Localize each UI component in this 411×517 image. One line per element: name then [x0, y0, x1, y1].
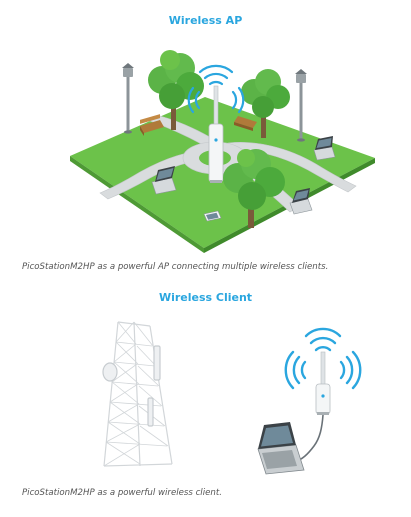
wireless-ap-caption: PicoStationM2HP as a powerful AP connect… [22, 262, 329, 272]
laptop-client-left [151, 166, 177, 195]
wireless-client-caption: PicoStationM2HP as a powerful wireless c… [22, 488, 222, 498]
park-bench-left [140, 114, 164, 136]
wireless-client-title: Wireless Client [158, 291, 253, 304]
picostation-client-device [315, 351, 331, 415]
client-wifi-signal-icon [284, 327, 362, 390]
laptop-client-right-top [313, 136, 336, 161]
park-bench-right [234, 116, 257, 131]
lamp-post-right [295, 69, 307, 142]
tree-left [148, 50, 204, 130]
park-scene [70, 50, 375, 253]
picostation-ap-device [208, 85, 224, 183]
wireless-ap-title: Wireless AP [168, 14, 243, 27]
ap-wifi-signal-icon [187, 64, 245, 114]
lamp-post-left [122, 63, 134, 134]
lattice-tower [102, 321, 173, 467]
client-laptop [257, 422, 305, 475]
tree-right [241, 69, 290, 138]
tablet-client [203, 210, 222, 222]
client-scene [102, 321, 362, 475]
laptop-client-right-bottom [289, 188, 313, 215]
tree-front [223, 149, 285, 228]
